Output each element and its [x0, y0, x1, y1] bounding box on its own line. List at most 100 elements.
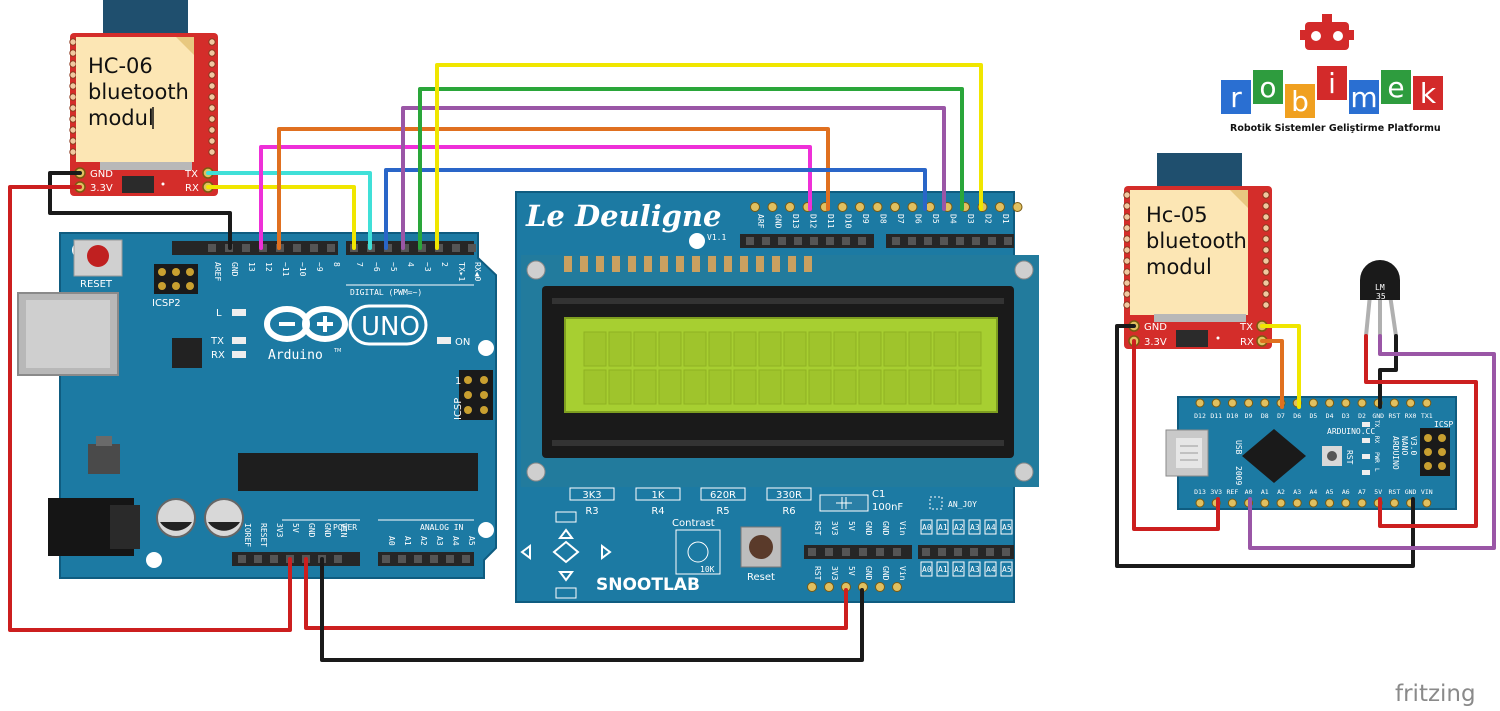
- lcd-pad: [788, 256, 796, 272]
- joystick-center[interactable]: [552, 540, 580, 564]
- shield-top-pin[interactable]: [855, 202, 865, 212]
- nano-bottom-pin[interactable]: [1292, 498, 1302, 508]
- shield-resistor: [635, 487, 681, 501]
- uno-digital-pin-label: ~11: [281, 262, 290, 277]
- shield-top-pin-label: D13: [791, 214, 800, 229]
- shield-top-pin[interactable]: [872, 202, 883, 212]
- nano-atmega-chip: [1242, 429, 1306, 483]
- shield-power-pin[interactable]: [824, 582, 834, 592]
- nano-top-pin[interactable]: [1422, 398, 1432, 408]
- uno-regulator: [88, 444, 120, 474]
- nano-top-pin[interactable]: [1406, 398, 1416, 408]
- module-pad: [1123, 301, 1131, 309]
- nano-top-pin[interactable]: [1244, 398, 1254, 408]
- nano-top-pin[interactable]: [1389, 398, 1399, 408]
- uno-header-pin[interactable]: [334, 555, 342, 563]
- lcd-pad: [596, 256, 604, 272]
- uno-header-pin[interactable]: [468, 244, 476, 252]
- shield-top-pin[interactable]: [785, 202, 795, 212]
- module-pad: [69, 60, 77, 68]
- logo-letter: i: [1328, 67, 1336, 100]
- nano-top-pin[interactable]: [1260, 398, 1270, 408]
- nano-bottom-pin[interactable]: [1389, 498, 1399, 508]
- uno-header-pin[interactable]: [414, 555, 422, 563]
- nano-bottom-pin[interactable]: [1341, 498, 1351, 508]
- nano-model-line-1: ARDUINO: [1391, 436, 1400, 470]
- nano-bottom-pin[interactable]: [1195, 498, 1205, 508]
- uno-header-pin[interactable]: [293, 244, 301, 252]
- uno-header-pin[interactable]: [254, 555, 262, 563]
- uno-header-pin[interactable]: [310, 244, 318, 252]
- nano-top-pin[interactable]: [1341, 398, 1351, 408]
- logo-letter-tile: [1253, 70, 1283, 104]
- nano-bottom-pin[interactable]: [1227, 498, 1237, 508]
- nano-bottom-pin[interactable]: [1357, 498, 1367, 508]
- joystick-right-arrow[interactable]: [601, 544, 612, 560]
- nano-top-pin[interactable]: [1227, 398, 1237, 408]
- shield-top-pin-label: ARF: [756, 214, 765, 229]
- uno-header-pin[interactable]: [452, 244, 460, 252]
- nano-bottom-pin[interactable]: [1260, 498, 1270, 508]
- joystick-down-arrow[interactable]: [558, 571, 574, 582]
- nano-bottom-pin-label: A0: [1245, 488, 1253, 496]
- wires: [8, 63, 1496, 662]
- hc05-pin-gnd-label: GND: [1144, 322, 1167, 333]
- shield-top-pin[interactable]: [890, 202, 900, 212]
- shield-analog-pin-label-lower: A2: [954, 565, 964, 574]
- uno-header-pin[interactable]: [208, 244, 216, 252]
- shield-power-pin-label: Vin: [898, 521, 907, 536]
- module-pad: [1262, 246, 1270, 254]
- nano-top-pin-label: D8: [1261, 412, 1269, 420]
- module-pad: [1262, 290, 1270, 298]
- module-pad: [1262, 268, 1270, 276]
- uno-header-pin[interactable]: [462, 555, 470, 563]
- shield-power-pin[interactable]: [875, 582, 885, 592]
- uno-header-pin[interactable]: [382, 555, 390, 563]
- uno-header-pin[interactable]: [430, 555, 438, 563]
- shield-top-pin[interactable]: [995, 202, 1005, 212]
- wire-lm35-out: [1248, 334, 1496, 550]
- nano-rst-label: RST: [1345, 450, 1354, 465]
- shield-top-pin[interactable]: [767, 202, 778, 212]
- shield-joystick[interactable]: [520, 511, 612, 599]
- nano-top-pin[interactable]: [1308, 398, 1318, 408]
- shield-top-pin[interactable]: [907, 202, 918, 212]
- wire-d3: [418, 87, 964, 250]
- nano-bottom-pin-label: RST: [1389, 488, 1401, 496]
- nano-bottom-pin[interactable]: [1325, 498, 1335, 508]
- uno-header-pin[interactable]: [242, 244, 250, 252]
- uno-header-pin[interactable]: [446, 555, 454, 563]
- nano-top-pin[interactable]: [1325, 398, 1335, 408]
- lcd-pad: [660, 256, 668, 272]
- nano-bottom-pin-label: GND: [1405, 488, 1417, 496]
- lcd-cell: [583, 331, 607, 367]
- shield-power-pin[interactable]: [807, 582, 817, 592]
- hc05-note-line-3: modul: [1146, 255, 1212, 279]
- nano-top-pin[interactable]: [1357, 398, 1367, 408]
- shield-header-low: [886, 234, 1014, 248]
- icsp-pin: [464, 376, 472, 384]
- shield-top-pin[interactable]: [1012, 202, 1023, 212]
- nano-top-pin[interactable]: [1211, 398, 1221, 408]
- module-pad: [208, 115, 216, 123]
- shield-contrast-pot[interactable]: [675, 529, 721, 575]
- uno-header-pin[interactable]: [327, 244, 335, 252]
- uno-header-pin[interactable]: [238, 555, 246, 563]
- uno-header-pin[interactable]: [270, 555, 278, 563]
- joystick-up-arrow[interactable]: [558, 528, 574, 539]
- icsp2-pin: [172, 282, 180, 290]
- module-pad: [208, 126, 216, 134]
- uno-digital-pin-label: ~9: [315, 262, 324, 272]
- uno-header-pin[interactable]: [398, 555, 406, 563]
- lcd-cell: [633, 369, 657, 405]
- nano-bottom-pin[interactable]: [1422, 498, 1432, 508]
- shield-power-pin[interactable]: [892, 582, 902, 592]
- uno-icsp-label: ICSP: [453, 398, 464, 420]
- shield-top-pin-label: D2: [984, 214, 993, 224]
- nano-top-pin[interactable]: [1195, 398, 1205, 408]
- nano-bottom-pin[interactable]: [1308, 498, 1318, 508]
- shield-top-pin[interactable]: [750, 202, 760, 212]
- joystick-left-arrow[interactable]: [520, 544, 531, 560]
- nano-bottom-pin[interactable]: [1276, 498, 1286, 508]
- shield-top-pin[interactable]: [837, 202, 848, 212]
